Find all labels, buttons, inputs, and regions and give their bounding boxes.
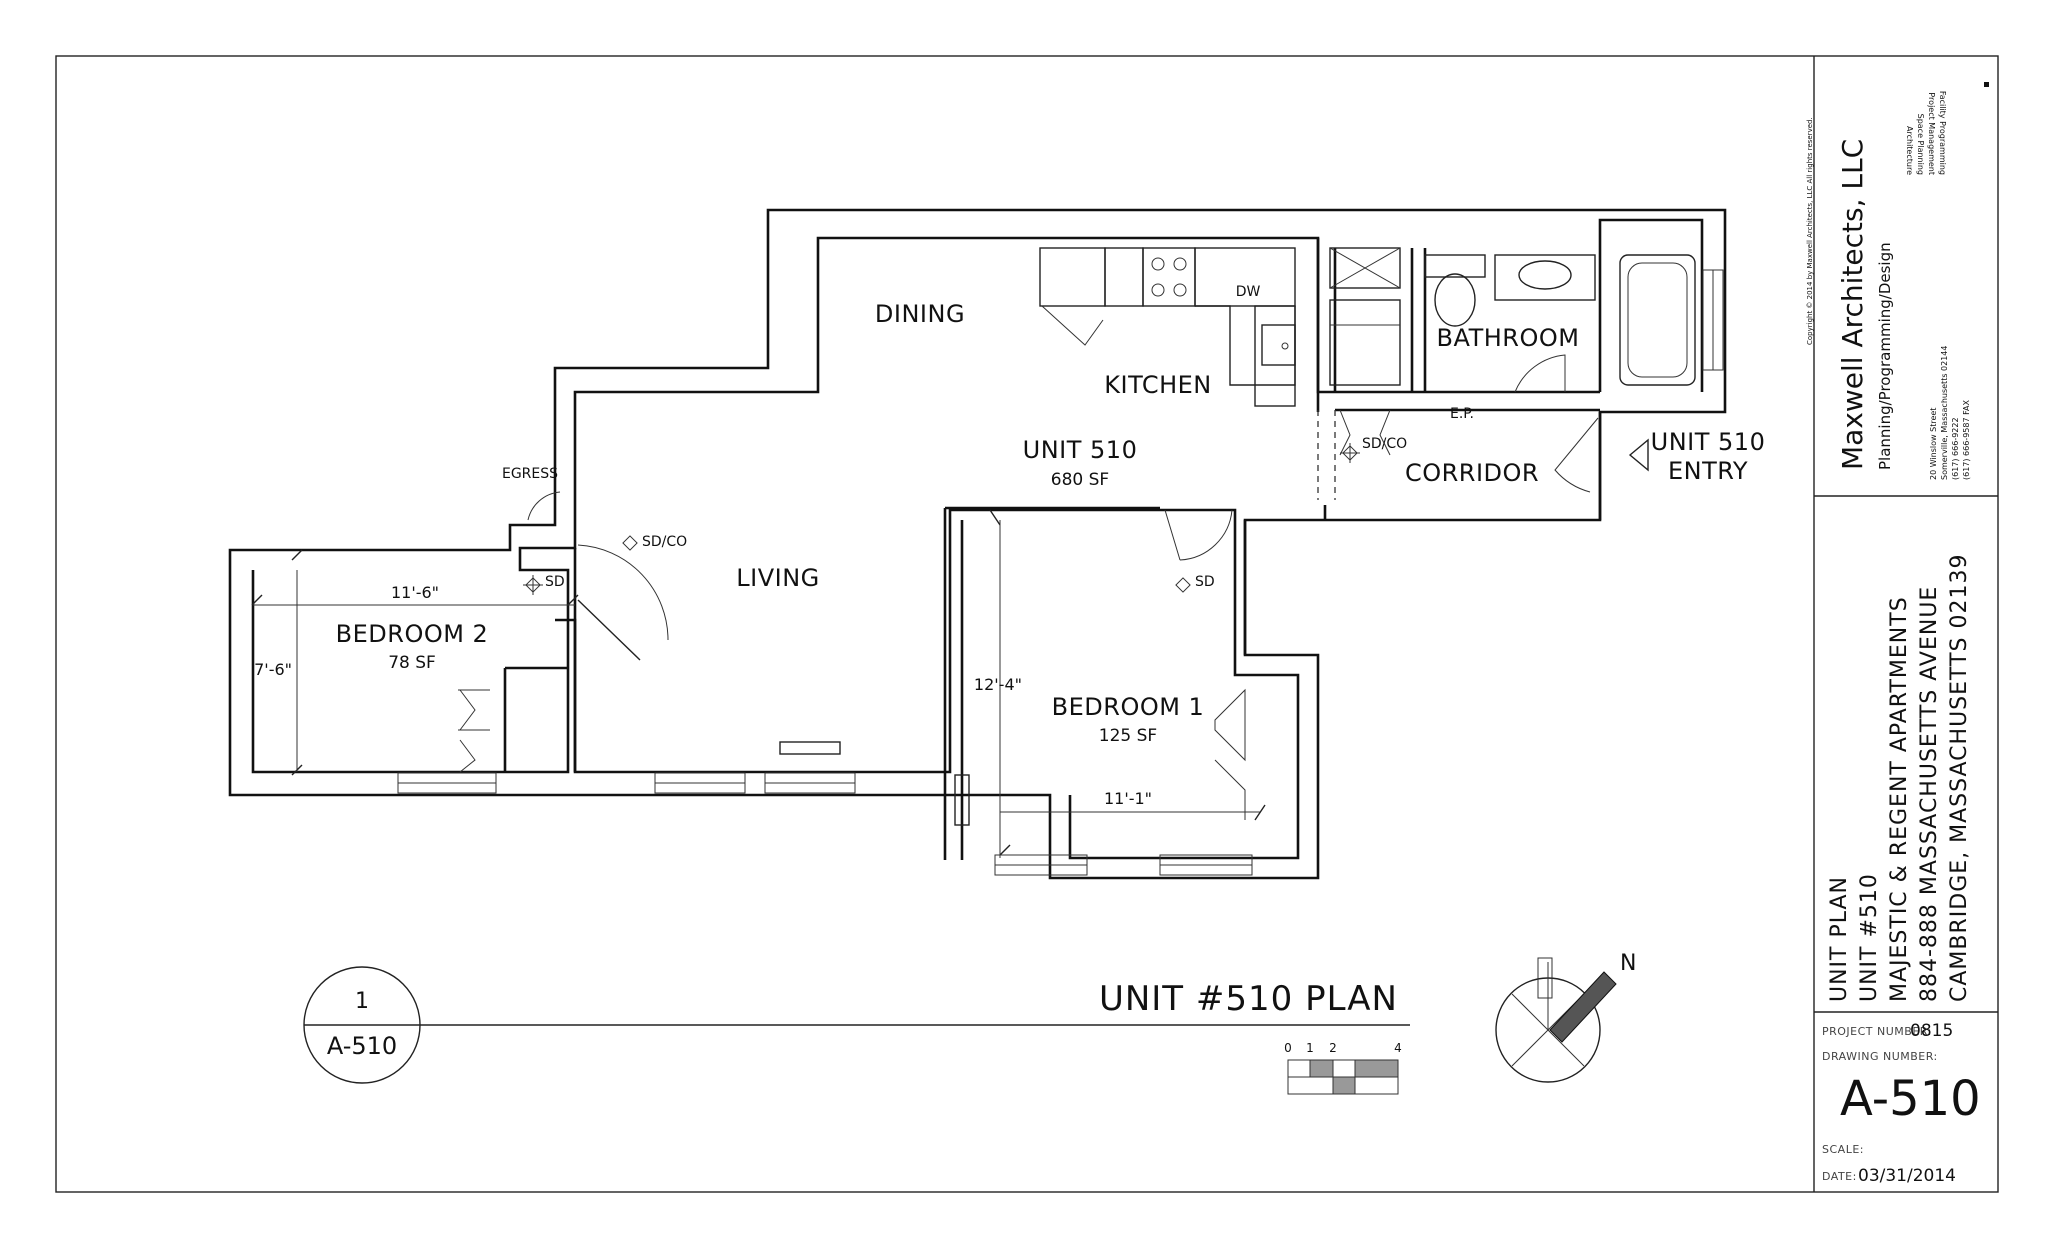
sheet-title-line: CAMBRIDGE, MASSACHUSETTS 02139 xyxy=(1947,554,1972,1002)
scale-tick-label: 2 xyxy=(1329,1041,1337,1055)
unit-name-label: UNIT 510 xyxy=(1023,436,1138,464)
sheet-mark xyxy=(1984,82,1989,87)
dishwasher xyxy=(1254,305,1296,407)
scale-tick-label: 0 xyxy=(1284,1041,1292,1055)
north-label: N xyxy=(1620,951,1636,976)
sdco-label: SD/CO xyxy=(1362,436,1407,452)
address-line: Somerville, Massachusetts 02144 xyxy=(1940,346,1949,481)
reference-sheet: A-510 xyxy=(327,1032,397,1060)
linen-closet xyxy=(1329,247,1401,289)
address-line: 20 Winslow Street xyxy=(1929,408,1938,480)
ep-label: E.P. xyxy=(1450,406,1474,422)
entry-door-swing xyxy=(1554,417,1599,493)
copyright-text: Copyright © 2014 by Maxwell Architects, … xyxy=(1806,117,1814,345)
counter xyxy=(1104,247,1144,307)
scale-tick-label: 4 xyxy=(1394,1041,1402,1055)
dimension-text: 11'-1" xyxy=(1104,789,1152,808)
counter xyxy=(1194,247,1296,307)
firm-name: Maxwell Architects, LLC xyxy=(1836,139,1869,470)
service-line: Space Planning xyxy=(1916,114,1925,175)
reference-number: 1 xyxy=(355,989,369,1014)
entry-label-line1: UNIT 510 xyxy=(1651,428,1766,456)
room-label-bedroom1: BEDROOM 1 xyxy=(1052,693,1205,721)
closet-door xyxy=(1339,409,1391,456)
door xyxy=(577,599,641,661)
range xyxy=(1142,247,1196,307)
service-line: Project Management xyxy=(1927,92,1936,175)
entry-arrow-icon xyxy=(1628,438,1649,472)
vanity xyxy=(1494,254,1596,301)
address-block: 20 Winslow Street Somerville, Massachuse… xyxy=(1929,346,1971,481)
firm-tagline: Planning/Programming/Design xyxy=(1876,242,1894,470)
windows xyxy=(397,269,1724,876)
sheet-title-block: UNIT PLAN UNIT #510 MAJESTIC & REGENT AP… xyxy=(1827,554,1972,1002)
radiator xyxy=(779,741,841,755)
sheet-title-line: 884-888 MASSACHUSETTS AVENUE xyxy=(1917,586,1942,1002)
radiator xyxy=(954,774,970,826)
room-label-kitchen: KITCHEN xyxy=(1104,371,1212,399)
bathroom-sink xyxy=(1518,260,1572,290)
date-value: 03/31/2014 xyxy=(1858,1166,1956,1186)
project-number: 0815 xyxy=(1910,1021,1953,1041)
dimension-text: 11'-6" xyxy=(391,583,439,602)
north-arrow-icon: N xyxy=(1495,951,1636,1083)
address-line: (617) 666-9222 xyxy=(1951,417,1960,480)
toilet-bowl xyxy=(1434,273,1476,327)
closet-door xyxy=(458,689,490,773)
room-label-dining: DINING xyxy=(875,300,965,328)
sheet-border xyxy=(55,55,1999,1193)
sheet-title-line: UNIT PLAN xyxy=(1827,876,1852,1002)
room-label-corridor: CORRIDOR xyxy=(1405,459,1539,487)
door-swing xyxy=(577,544,669,641)
smoke-detectors xyxy=(523,443,1360,595)
sd-label: SD xyxy=(545,574,565,590)
drawing-number: A-510 xyxy=(1840,1071,1981,1127)
date-label: DATE: xyxy=(1822,1170,1857,1183)
entry-label-line2: ENTRY xyxy=(1668,457,1748,485)
dishwasher-label: DW xyxy=(1236,284,1261,300)
closet-door xyxy=(1214,688,1246,820)
toilet-tank xyxy=(1424,254,1486,278)
sdco-label: SD/CO xyxy=(642,534,687,550)
bedroom1-door-swing xyxy=(1164,509,1233,561)
egress-door-swing xyxy=(527,491,561,521)
room-label-bathroom: BATHROOM xyxy=(1437,324,1580,352)
sd-label: SD xyxy=(1195,574,1215,590)
refrigerator xyxy=(1039,247,1106,307)
egress-label: EGRESS xyxy=(502,466,558,482)
room-label-living: LIVING xyxy=(736,564,820,592)
unit-area-label: 680 SF xyxy=(1051,470,1109,490)
copyright-block: Copyright © 2014 by Maxwell Architects, … xyxy=(1806,117,1814,345)
sheet-title-line: UNIT #510 xyxy=(1857,873,1882,1002)
dimension-text: 7'-6" xyxy=(254,660,292,679)
bathtub xyxy=(1619,254,1696,386)
room-label-bedroom2: BEDROOM 2 xyxy=(336,620,489,648)
scale-label: SCALE: xyxy=(1822,1143,1864,1156)
service-line: Architecture xyxy=(1905,126,1914,175)
exterior-walls xyxy=(228,208,1727,880)
drawing-number-label: DRAWING NUMBER: xyxy=(1822,1050,1938,1063)
bedroom2-area-label: 78 SF xyxy=(388,653,436,673)
firm-block: Maxwell Architects, LLC Planning/Program… xyxy=(1836,139,1894,470)
dimension-ticks xyxy=(251,509,1266,856)
project-number-label: PROJECT NUMBER: xyxy=(1822,1025,1932,1038)
kitchen-fixtures xyxy=(1039,247,1296,407)
services-block: Architecture Space Planning Project Mana… xyxy=(1905,91,1947,175)
bathroom-door-swing xyxy=(1514,354,1566,393)
bedroom1-area-label: 125 SF xyxy=(1099,726,1157,746)
bathroom-fixtures xyxy=(1424,254,1696,386)
kitchen-sink xyxy=(1261,324,1296,366)
service-line: Facility Programming xyxy=(1938,91,1947,175)
sheet-title-line: MAJESTIC & REGENT APARTMENTS xyxy=(1887,596,1912,1002)
graphic-scale: 0 1 2 4 xyxy=(1284,1041,1402,1095)
washer-dryer xyxy=(1329,299,1401,386)
dimension-text: 12'-4" xyxy=(974,675,1022,694)
address-line: (617) 666-9587 FAX xyxy=(1962,400,1971,480)
drawing-title: UNIT #510 PLAN xyxy=(1099,979,1398,1019)
scale-tick-label: 1 xyxy=(1306,1041,1314,1055)
